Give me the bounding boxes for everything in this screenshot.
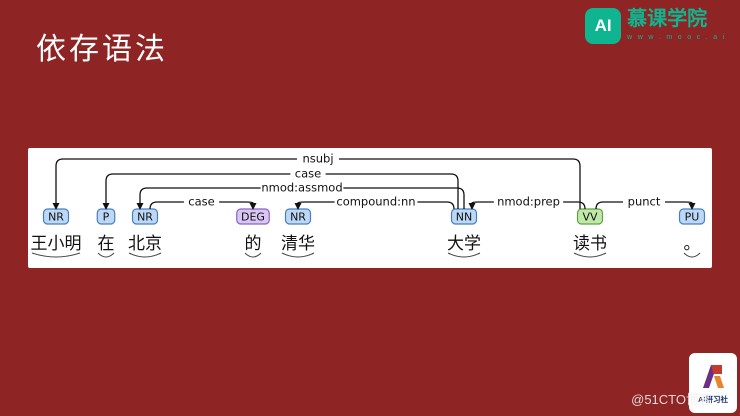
token-NR: NR 北京 <box>128 208 162 258</box>
svg-text:NN: NN <box>456 211 472 224</box>
arc-compound:nn: compound:nn <box>294 195 455 210</box>
token-DEG: DEG 的 <box>236 208 270 258</box>
ai-yanxishe-logo: AI研习社 <box>689 353 737 413</box>
mooc-logo: AI 慕课学院 w w w . m o o c . a i <box>585 8 726 44</box>
dependency-parse-diagram: NR王小明P在NR北京DEG的NR清华NN大学VV读书PU。nsubjcasen… <box>31 152 706 258</box>
ai-yanxishe-name: AI研习社 <box>698 394 728 404</box>
token-P: P在 <box>96 208 116 258</box>
svg-text:DEG: DEG <box>241 211 265 224</box>
svg-text:case: case <box>295 167 321 181</box>
svg-text:punct: punct <box>628 195 661 209</box>
token-NN: NN 大学 <box>447 208 481 258</box>
arc-punct: punct <box>595 195 696 210</box>
svg-text:清华: 清华 <box>281 234 315 254</box>
svg-text:NR: NR <box>290 211 306 224</box>
svg-text:nmod:prep: nmod:prep <box>497 195 560 209</box>
svg-text:VV: VV <box>582 211 598 224</box>
svg-text:PU: PU <box>685 211 700 224</box>
svg-text:北京: 北京 <box>128 234 162 254</box>
svg-text:compound:nn: compound:nn <box>336 195 415 209</box>
mooc-ai-icon: AI <box>585 8 622 44</box>
page-title: 依存语法 <box>36 33 168 66</box>
token-NR: NR 清华 <box>281 208 315 258</box>
svg-text:P: P <box>103 211 110 224</box>
ai-yanxishe-icon <box>703 364 724 388</box>
svg-text:nmod:assmod: nmod:assmod <box>261 181 342 195</box>
svg-text:王小明: 王小明 <box>31 234 82 254</box>
mooc-brand-name: 慕课学院 <box>627 8 708 30</box>
svg-text:NR: NR <box>137 211 153 224</box>
arc-case: case <box>149 195 257 210</box>
svg-text:的: 的 <box>245 234 262 254</box>
arc-case: case <box>102 167 459 210</box>
svg-text:case: case <box>188 195 214 209</box>
token-PU: PU 。 <box>678 208 706 258</box>
svg-text:。: 。 <box>684 234 701 254</box>
arc-nmod:prep: nmod:prep <box>468 195 586 210</box>
svg-text:读书: 读书 <box>573 234 607 254</box>
svg-text:大学: 大学 <box>447 234 481 254</box>
watermark: @51CTO博客 <box>631 392 712 407</box>
svg-text:nsubj: nsubj <box>302 152 333 166</box>
token-VV: VV 读书 <box>573 208 607 258</box>
mooc-logo-text: 慕课学院 w w w . m o o c . a i <box>627 8 726 41</box>
mooc-brand-url: w w w . m o o c . a i <box>627 34 726 41</box>
svg-text:在: 在 <box>98 234 115 254</box>
svg-text:NR: NR <box>48 211 64 224</box>
arc-nmod:assmod: nmod:assmod <box>136 181 465 210</box>
token-NR: NR 王小明 <box>31 208 82 258</box>
arc-nsubj: nsubj <box>52 152 581 210</box>
